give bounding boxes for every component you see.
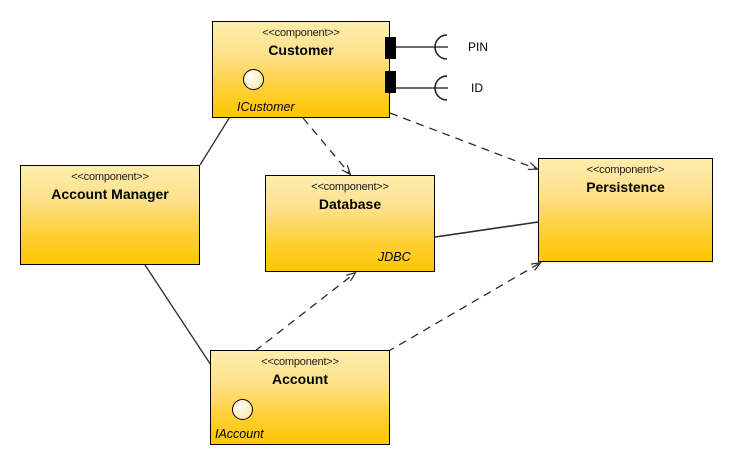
connector-account-to-persistence [386, 263, 540, 353]
provided-interface-iaccount-label: IAccount [215, 427, 264, 441]
component-account-name: Account [272, 371, 328, 387]
component-customer-stereotype: <<component>> [262, 27, 340, 39]
component-database-stereotype: <<component>> [311, 181, 389, 193]
component-account[interactable]: <<component>> Account [210, 350, 390, 445]
provided-interface-icustomer-label: ICustomer [237, 100, 295, 114]
component-persistence[interactable]: <<component>> Persistence [538, 158, 713, 262]
component-account-manager-name: Account Manager [51, 186, 169, 202]
socket-id-icon [434, 75, 448, 101]
port-id-label: ID [471, 81, 483, 95]
port-pin[interactable] [385, 37, 396, 59]
component-account-manager[interactable]: <<component>> Account Manager [20, 165, 200, 265]
connector-customer-to-persistence [389, 112, 537, 169]
component-database-name: Database [318, 196, 382, 212]
provided-interface-icustomer-icon[interactable] [243, 69, 264, 90]
port-id[interactable] [385, 71, 396, 93]
connector-customer-to-database [302, 117, 350, 174]
component-persistence-stereotype: <<component>> [586, 164, 665, 176]
port-pin-label: PIN [468, 40, 489, 54]
connector-account-to-database [254, 273, 355, 352]
component-customer-name: Customer [268, 42, 334, 58]
socket-pin-icon [434, 34, 448, 60]
component-database[interactable]: <<component>> Database [265, 175, 435, 272]
component-persistence-name: Persistence [586, 179, 665, 195]
connector-jdbc-to-persistence [414, 221, 539, 241]
required-interface-jdbc-label: JDBC [378, 250, 411, 264]
provided-interface-iaccount-icon[interactable] [232, 399, 253, 420]
component-account-manager-stereotype: <<component>> [71, 171, 149, 183]
component-account-stereotype: <<component>> [261, 356, 339, 368]
component-customer[interactable]: <<component>> Customer [212, 21, 390, 118]
